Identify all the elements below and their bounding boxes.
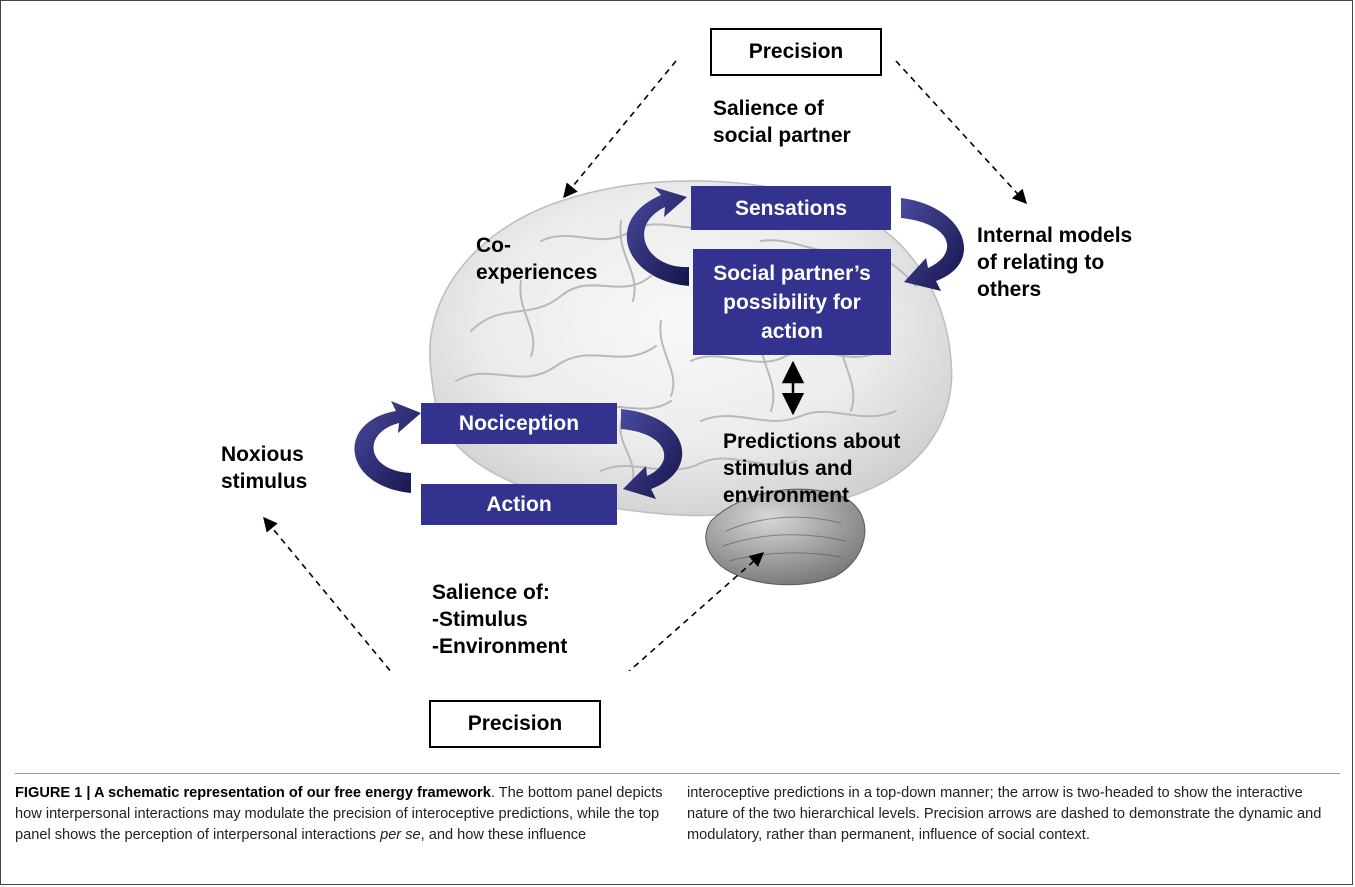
social-partner-line-3: action [761,319,823,343]
arrow-action-to-nociception [354,401,421,493]
action-label: Action [486,493,552,516]
dashed-arrow-to-predictions [628,552,765,671]
internal-models-label: Internal models of relating to others [977,224,1133,301]
diagram-graphics [263,60,1027,671]
cycle-arrows [354,187,965,499]
nociception-label: Nociception [458,412,580,435]
brain-cerebellum [705,488,866,586]
sensations-label: Sensations [734,196,848,220]
precision-box-bottom: Precision [429,700,601,748]
caption-right: interoceptive predictions in a top-down … [687,785,1322,843]
arrow-sensations-to-social [901,198,965,291]
caption-divider [15,773,1340,774]
salience-social-label: Salience of social partner [713,97,851,147]
precision-arrows [263,60,1027,671]
co-experiences-label: Co- experiences [476,234,598,284]
social-partner-line-2: possibility for [723,290,861,314]
precision-bottom-label: Precision [467,712,563,735]
sensations-box: Sensations [691,186,891,230]
dashed-arrow-to-co-experiences [563,60,677,199]
noxious-stimulus-label: Noxious stimulus [221,443,308,493]
action-box: Action [421,484,617,525]
caption-left: FIGURE 1 | A schematic representation of… [15,785,663,843]
arrow-nociception-to-action [621,409,683,499]
dashed-arrow-to-internal-models [895,60,1027,205]
precision-box-top: Precision [710,28,882,76]
salience-item-stimulus: -Stimulus [432,608,528,631]
precision-top-label: Precision [748,40,844,63]
arrow-social-to-sensations [626,187,689,286]
nociception-box: Nociception [421,403,617,444]
salience-item-environment: -Environment [432,635,568,658]
social-partner-box: Social partner’s possibility for action [693,249,891,355]
predictions-label: Predictions about stimulus and environme… [723,430,901,507]
social-partner-line-1: Social partner’s [713,261,871,285]
figure-label: FIGURE 1 | A schematic representation of… [15,785,491,801]
salience-of-label: Salience of: -Stimulus -Environment [432,581,568,658]
dashed-arrow-to-noxious [263,516,392,671]
